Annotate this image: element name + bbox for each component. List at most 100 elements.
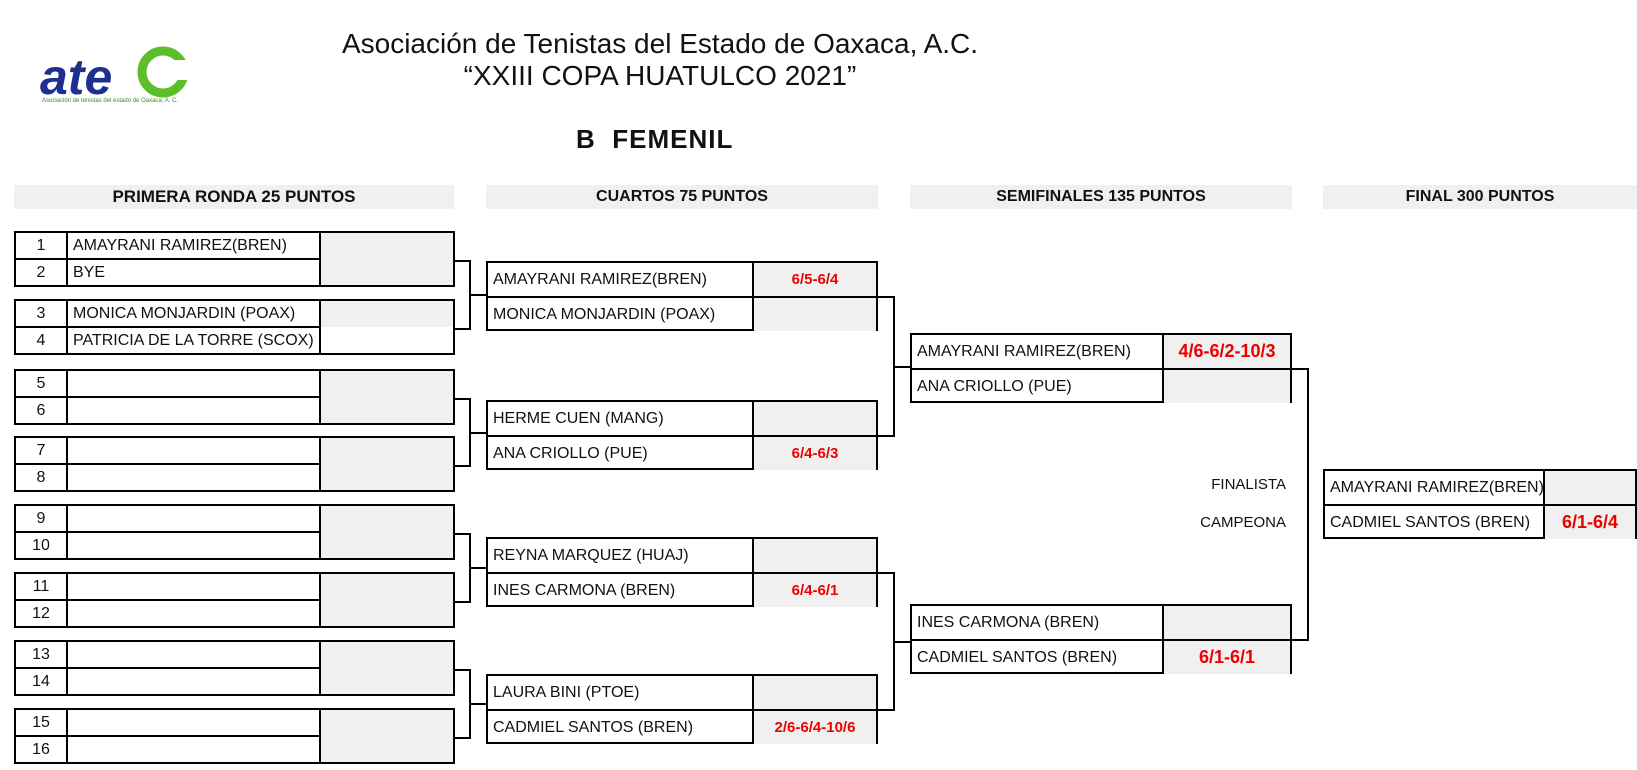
list-item: ANA CRIOLLO (PUE)6/4-6/3	[488, 435, 876, 470]
table-row: 16	[14, 735, 454, 764]
final-box: AMAYRANI RAMIREZ(BREN)CADMIEL SANTOS (BR…	[1323, 469, 1637, 539]
quarterfinal-match: REYNA MARQUEZ (HUAJ)INES CARMONA (BREN)6…	[486, 537, 878, 607]
bracket-connector	[469, 703, 486, 705]
player-name	[66, 436, 321, 465]
player-name: MONICA MONJARDIN (POAX)	[488, 298, 754, 331]
bracket-connector	[469, 294, 486, 296]
match-score: 6/1-6/1	[1164, 641, 1290, 674]
match-score	[319, 708, 455, 764]
draw-position: 15	[14, 708, 68, 737]
draw-position: 8	[14, 463, 68, 492]
draw-position: 14	[14, 667, 68, 696]
bracket-connector	[454, 533, 470, 535]
player-name: AMAYRANI RAMIREZ(BREN)	[1325, 471, 1545, 504]
finalist-label: FINALISTA	[1211, 476, 1286, 493]
bracket-connector	[878, 572, 894, 574]
player-name: ANA CRIOLLO (PUE)	[488, 437, 754, 470]
match-score	[1164, 370, 1290, 403]
bracket-connector	[1292, 639, 1308, 641]
player-name: CADMIEL SANTOS (BREN)	[1325, 506, 1545, 539]
semifinal-match: INES CARMONA (BREN)CADMIEL SANTOS (BREN)…	[910, 604, 1292, 674]
draw-position: 13	[14, 640, 68, 669]
draw-position: 16	[14, 735, 68, 764]
organization-title: Asociación de Tenistas del Estado de Oax…	[341, 28, 979, 59]
match-score	[319, 504, 455, 560]
player-name	[66, 708, 321, 737]
list-item: CADMIEL SANTOS (BREN)6/1-6/4	[1325, 504, 1635, 539]
bracket-connector	[454, 398, 470, 400]
table-row: 15	[14, 708, 455, 764]
player-name	[66, 396, 321, 425]
draw-position: 6	[14, 396, 68, 425]
event-title: “XXIII COPA HUATULCO 2021”	[463, 60, 857, 91]
match-score	[319, 369, 455, 425]
list-item: CADMIEL SANTOS (BREN)6/1-6/1	[912, 639, 1290, 674]
player-name	[66, 599, 321, 628]
list-item: REYNA MARQUEZ (HUAJ)	[488, 539, 876, 572]
list-item: AMAYRANI RAMIREZ(BREN)4/6-6/2-10/3	[912, 335, 1290, 368]
match-score	[754, 402, 876, 435]
match-score: 4/6-6/2-10/3	[1164, 335, 1290, 368]
table-row: 11	[14, 572, 455, 628]
bracket-connector	[1307, 368, 1309, 641]
player-name	[66, 640, 321, 669]
list-item: LAURA BINI (PTOE)	[488, 676, 876, 709]
player-name: HERME CUEN (MANG)	[488, 402, 754, 435]
round-header-first: PRIMERA RONDA 25 PUNTOS	[14, 185, 454, 209]
draw-position: 4	[14, 326, 68, 355]
player-name: ANA CRIOLLO (PUE)	[912, 370, 1164, 403]
draw-position: 2	[14, 258, 68, 287]
player-name: AMAYRANI RAMIREZ(BREN)	[912, 335, 1164, 368]
list-item: AMAYRANI RAMIREZ(BREN)6/5-6/4	[488, 263, 876, 296]
quarterfinal-match: HERME CUEN (MANG)ANA CRIOLLO (PUE)6/4-6/…	[486, 400, 878, 470]
draw-position: 10	[14, 531, 68, 560]
player-name: AMAYRANI RAMIREZ(BREN)	[66, 231, 321, 260]
draw-position: 12	[14, 599, 68, 628]
list-item: INES CARMONA (BREN)	[912, 606, 1290, 639]
list-item: HERME CUEN (MANG)	[488, 402, 876, 435]
bracket-connector	[454, 260, 470, 262]
list-item: CADMIEL SANTOS (BREN)2/6-6/4-10/6	[488, 709, 876, 744]
table-row: 9	[14, 504, 455, 560]
round-header-quarterfinals: CUARTOS 75 PUNTOS	[486, 185, 878, 209]
draw-position: 5	[14, 369, 68, 398]
match-score	[1164, 606, 1290, 639]
match-score: 6/5-6/4	[754, 263, 876, 296]
bracket-connector	[893, 640, 910, 643]
draw-position: 9	[14, 504, 68, 533]
bracket-connector	[878, 296, 894, 298]
player-name	[66, 667, 321, 696]
match-score	[754, 298, 876, 331]
list-item: ANA CRIOLLO (PUE)	[912, 368, 1290, 403]
draw-position: 7	[14, 436, 68, 465]
match-score	[319, 572, 455, 628]
list-item: INES CARMONA (BREN)6/4-6/1	[488, 572, 876, 607]
bracket-connector	[878, 435, 894, 437]
player-name	[66, 463, 321, 492]
table-row: 12	[14, 599, 454, 628]
table-row: 13	[14, 640, 455, 696]
player-name: CADMIEL SANTOS (BREN)	[488, 711, 754, 744]
draw-position: 3	[14, 299, 68, 328]
table-row: 8	[14, 463, 454, 492]
player-name	[66, 531, 321, 560]
match-score: 6/1-6/4	[1545, 506, 1635, 539]
player-name: INES CARMONA (BREN)	[488, 574, 754, 607]
match-score	[319, 231, 455, 287]
match-score	[754, 539, 876, 572]
table-row: 10	[14, 531, 454, 560]
player-name: PATRICIA DE LA TORRE (SCOX)	[66, 326, 321, 355]
table-row: 5	[14, 369, 455, 425]
bracket-connector	[454, 669, 470, 671]
table-row: 6	[14, 396, 454, 425]
match-score	[319, 436, 455, 492]
